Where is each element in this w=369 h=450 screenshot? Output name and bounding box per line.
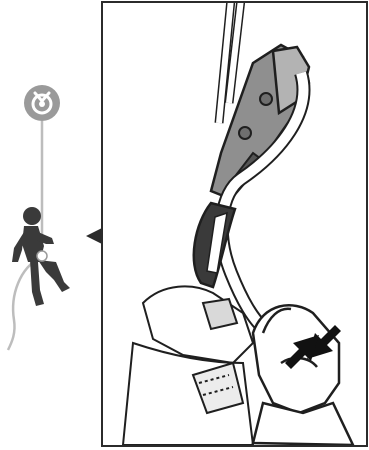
detail-illustration [103,3,366,445]
anchor-icon [24,85,60,121]
overview-panel [0,0,100,450]
hand [253,305,353,445]
detail-frame [101,1,368,447]
harness [123,286,253,445]
device-marker [37,251,47,261]
